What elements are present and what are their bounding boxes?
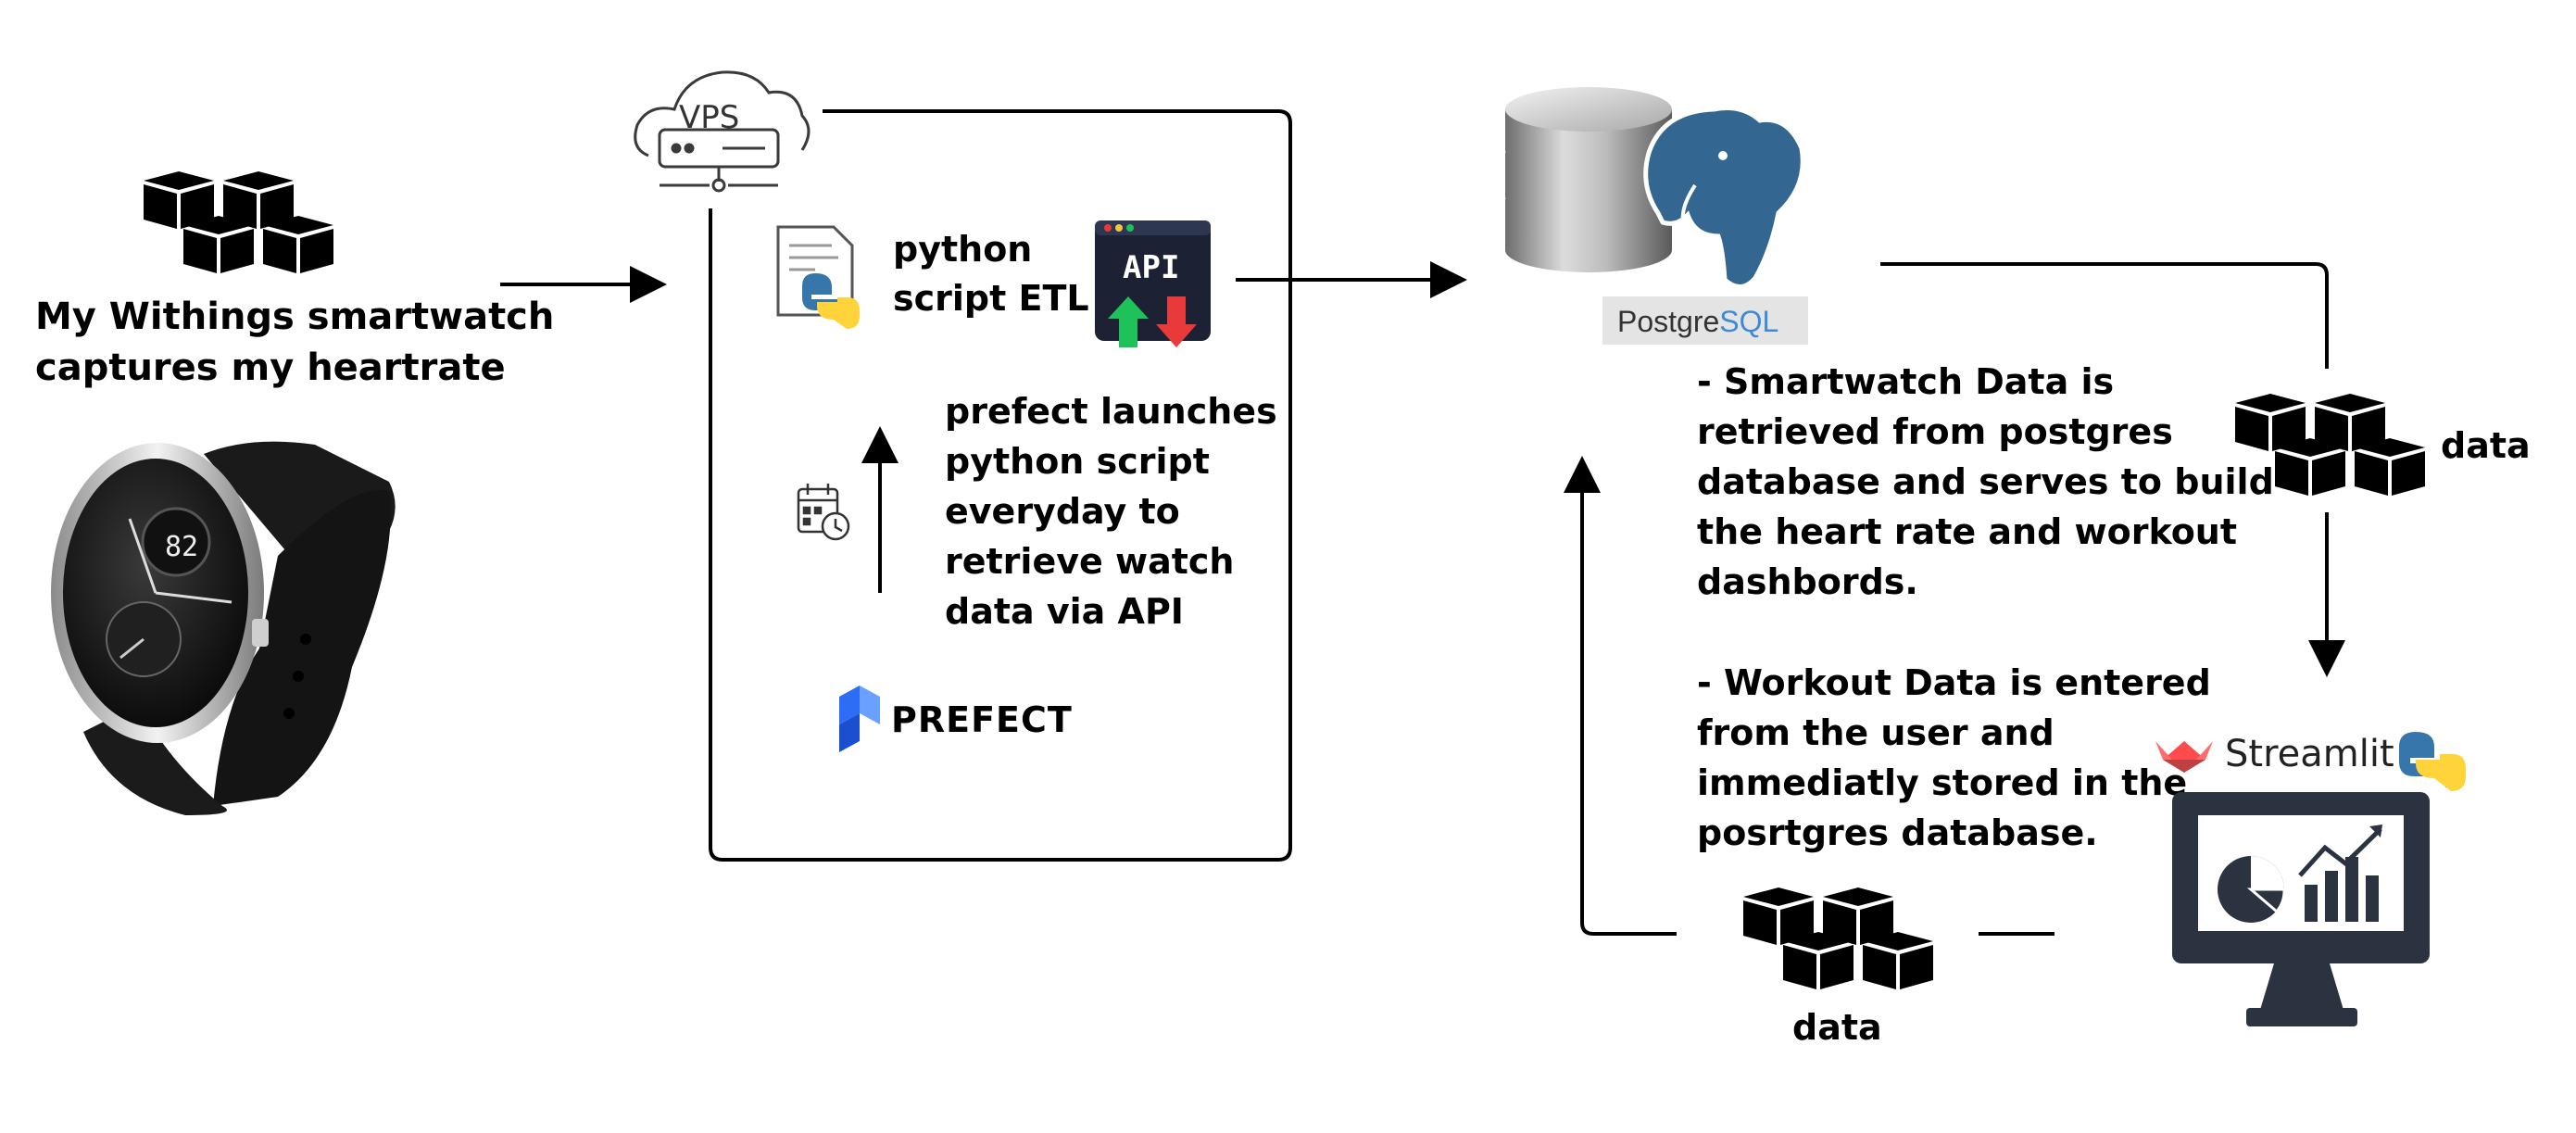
database-icon bbox=[1505, 87, 1672, 272]
calendar-clock-icon bbox=[797, 484, 850, 541]
prefect-note-line1: prefect launches bbox=[945, 391, 1277, 432]
postgres-logo-box bbox=[1602, 296, 1808, 345]
smartwatch-caption-line1: My Withings smartwatch bbox=[35, 296, 554, 338]
prefect-note-line2: python script bbox=[945, 441, 1210, 482]
connector-db-to-data bbox=[1880, 262, 2329, 369]
smartwatch-caption-line2: captures my heartrate bbox=[35, 346, 506, 389]
bottom-data-icon bbox=[1743, 888, 1933, 989]
postgres-logo-text: PostgreSQL bbox=[1617, 305, 1778, 338]
db-note2-line2: from the user and bbox=[1697, 712, 2055, 753]
postgres-logo-part2: SQL bbox=[1719, 305, 1778, 338]
db-note2-line4: posrtgres database. bbox=[1697, 812, 2098, 853]
vps-container bbox=[709, 109, 1292, 862]
prefect-note-line3: everyday to bbox=[945, 491, 1180, 532]
api-label: API bbox=[1123, 249, 1179, 286]
dashboard-monitor-icon bbox=[2172, 792, 2430, 1026]
script-label-line1: python bbox=[893, 229, 1032, 270]
db-note2-line3: immediatly stored in the bbox=[1697, 762, 2187, 803]
api-icon: API bbox=[1095, 220, 1211, 347]
db-note2-line1: - Workout Data is entered bbox=[1697, 662, 2211, 703]
db-note1-line1: - Smartwatch Data is bbox=[1697, 361, 2114, 402]
postgres-logo-part1: Postgre bbox=[1617, 305, 1719, 338]
db-note1-line5: dashbords. bbox=[1697, 561, 1918, 602]
db-note1-line2: retrieved from postgres bbox=[1697, 411, 2173, 452]
smartwatch-data-icon bbox=[144, 171, 333, 273]
postgres-elephant-icon bbox=[1643, 106, 1805, 289]
streamlit-logo-text: Streamlit bbox=[2225, 733, 2394, 775]
svg-text:82: 82 bbox=[165, 531, 198, 563]
prefect-logo-text: PREFECT bbox=[891, 699, 1073, 740]
python-script-icon bbox=[776, 225, 860, 329]
python-logo-icon bbox=[2399, 732, 2466, 791]
smartwatch-icon: 82 bbox=[51, 441, 396, 815]
vps-label: VPS bbox=[679, 99, 739, 136]
streamlit-logo-icon bbox=[2155, 741, 2213, 773]
prefect-logo-icon bbox=[839, 686, 880, 752]
right-data-label: data bbox=[2441, 425, 2531, 466]
db-note1-line4: the heart rate and workout bbox=[1697, 511, 2237, 552]
db-note1-line3: database and serves to build bbox=[1697, 461, 2274, 502]
bottom-data-label: data bbox=[1792, 1007, 1882, 1048]
prefect-note-line4: retrieve watch bbox=[945, 541, 1234, 582]
cloud-server-icon bbox=[634, 70, 810, 193]
prefect-note-line5: data via API bbox=[945, 591, 1184, 632]
script-label-line2: script ETL bbox=[893, 278, 1089, 319]
arrow-data-to-database bbox=[1564, 456, 1677, 936]
